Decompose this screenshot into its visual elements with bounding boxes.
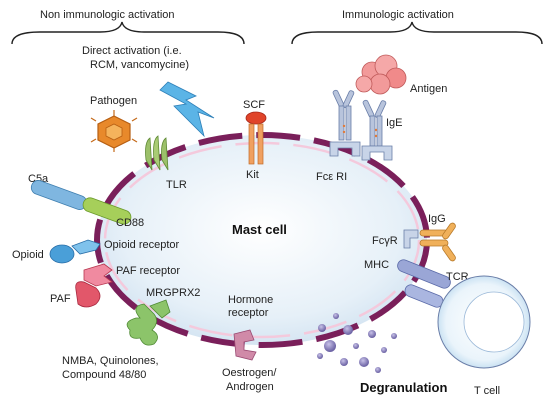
direct-activation-line2: RCM, vancomycine): [90, 59, 189, 71]
ige-antibody-right: [362, 99, 387, 147]
oestrogen-label-1: Oestrogen/: [222, 367, 277, 379]
igg-label: IgG: [428, 213, 446, 225]
right-brace: [291, 21, 543, 45]
opioid-ligand: [49, 244, 75, 264]
kit-label: Kit: [246, 169, 259, 181]
hormone-receptor-label-2: receptor: [228, 307, 269, 319]
c5a-ligand: [30, 180, 88, 210]
nmba-label-1: NMBA, Quinolones,: [62, 355, 159, 367]
mast-cell-label: Mast cell: [232, 222, 287, 237]
igg-antibody: [419, 222, 456, 262]
oestrogen-ligand: [233, 329, 257, 361]
t-cell-nucleus: [463, 291, 525, 353]
cd88-label: CD88: [116, 217, 144, 229]
fcgr-label: FcγR: [372, 235, 398, 247]
non-immunologic-title: Non immunologic activation: [40, 9, 175, 21]
degranulation-label: Degranulation: [360, 380, 447, 395]
opioid-receptor-label: Opioid receptor: [104, 239, 180, 251]
tlr-label: TLR: [166, 179, 187, 191]
tcr-label: TCR: [446, 271, 469, 283]
antigen-label: Antigen: [410, 83, 447, 95]
kit-receptor: SCF Kit: [243, 99, 267, 181]
non-immunologic-header: Non immunologic activation: [11, 9, 245, 45]
mrgprx2-receptor: MRGPRX2 NMBA, Quinolones, Compound 48/80: [62, 287, 200, 381]
ige-label: IgE: [386, 117, 403, 129]
ige-antibody-left: [332, 89, 355, 141]
lightning-icon: [159, 81, 215, 138]
fceri-complex: Antigen IgE Fcε RI: [316, 54, 447, 183]
left-brace: [11, 21, 245, 45]
nmba-label-2: Compound 48/80: [62, 369, 146, 381]
fcgr-complex: IgG FcγR: [372, 213, 456, 262]
immunologic-header: Immunologic activation: [291, 9, 543, 45]
antigen-icon: [355, 54, 407, 95]
scf-ligand: [245, 111, 267, 125]
mrgprx2-label: MRGPRX2: [146, 287, 200, 299]
oestrogen-label-2: Androgen: [226, 381, 274, 393]
opioid-label: Opioid: [12, 249, 44, 261]
paf-label: PAF: [50, 293, 71, 305]
hormone-receptor: Hormone receptor Oestrogen/ Androgen: [222, 294, 277, 393]
cd88-protein: [82, 197, 132, 225]
fceri-label: Fcε RI: [316, 171, 347, 183]
paf-receptor: PAF receptor PAF: [50, 263, 180, 308]
fceri-left: [329, 141, 361, 157]
opioid-receptor: Opioid Opioid receptor: [12, 239, 180, 264]
mast-cell-body: [97, 135, 427, 345]
degranulation-granules: [317, 313, 397, 373]
hormone-receptor-label-1: Hormone: [228, 294, 273, 306]
tlr-receptor: TLR: [145, 135, 187, 191]
t-cell-interaction: MHC TCR T cell: [364, 259, 531, 397]
tcell-label: T cell: [474, 385, 500, 397]
immunologic-title: Immunologic activation: [342, 9, 454, 21]
paf-receptor-label: PAF receptor: [116, 265, 180, 277]
mhc-protein: [397, 259, 451, 289]
scf-label: SCF: [243, 99, 265, 111]
fceri-right: [361, 145, 393, 161]
tcr-protein: [404, 284, 444, 308]
cd88-receptor: C5a CD88: [28, 173, 144, 229]
pathogen-label: Pathogen: [90, 95, 137, 107]
mrgprx2-ligand: [126, 303, 158, 346]
pathogen: Pathogen: [90, 95, 138, 152]
mhc-label: MHC: [364, 259, 389, 271]
direct-activation-line1: Direct activation (i.e.: [82, 45, 182, 57]
paf-ligand: [75, 281, 101, 308]
